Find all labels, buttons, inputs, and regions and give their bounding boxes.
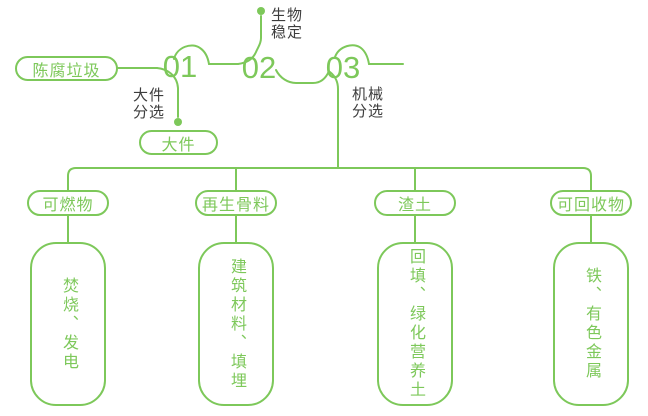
arc-03 [334,44,404,65]
detail-box-recycled-aggregate: 建筑材料、填埋 [198,242,274,406]
dot-bulky [174,118,182,126]
category-label: 可回收物 [556,197,625,214]
line-distribution-bar [67,167,592,191]
step-number-01: 01 [162,49,198,84]
detail-text: 焚烧、发电 [60,276,77,372]
category-pill-recyclables: 可回收物 [550,190,632,216]
detail-box-recyclables: 铁、有色金属 [553,242,629,406]
bulky-output-pill: 大件 [139,130,218,155]
dot-bio [257,7,265,15]
category-pill-slag-soil: 渣土 [374,190,456,216]
step-number-02: 02 [241,50,277,85]
category-pill-combustibles: 可燃物 [27,190,109,216]
source-label: 陈腐垃圾 [32,62,101,80]
line-02-to-03 [275,69,330,84]
line-branch-bulky [156,67,179,118]
bulky-output-label: 大件 [161,136,196,154]
source-pill: 陈腐垃圾 [15,56,118,81]
detail-box-combustibles: 焚烧、发电 [30,242,106,406]
detail-text: 铁、有色金属 [583,267,600,381]
detail-text: 回填、绿化营养土 [407,248,424,400]
step-number-03: 03 [325,50,361,85]
category-label: 再生骨料 [201,197,270,214]
category-pill-recycled-aggregate: 再生骨料 [195,190,277,216]
annotation-mechanical-sorting: 机械 分选 [352,86,385,120]
line-branch-bio [237,15,262,65]
arc-01 [173,44,239,65]
detail-text: 建筑材料、填埋 [228,257,245,391]
category-label: 可燃物 [42,197,94,214]
annotation-bulky-sorting: 大件 分选 [133,87,166,121]
detail-box-slag-soil: 回填、绿化营养土 [377,242,453,406]
category-label: 渣土 [397,197,432,214]
annotation-bio-stabilization: 生物 稳定 [271,7,304,41]
line-stem [329,71,339,169]
